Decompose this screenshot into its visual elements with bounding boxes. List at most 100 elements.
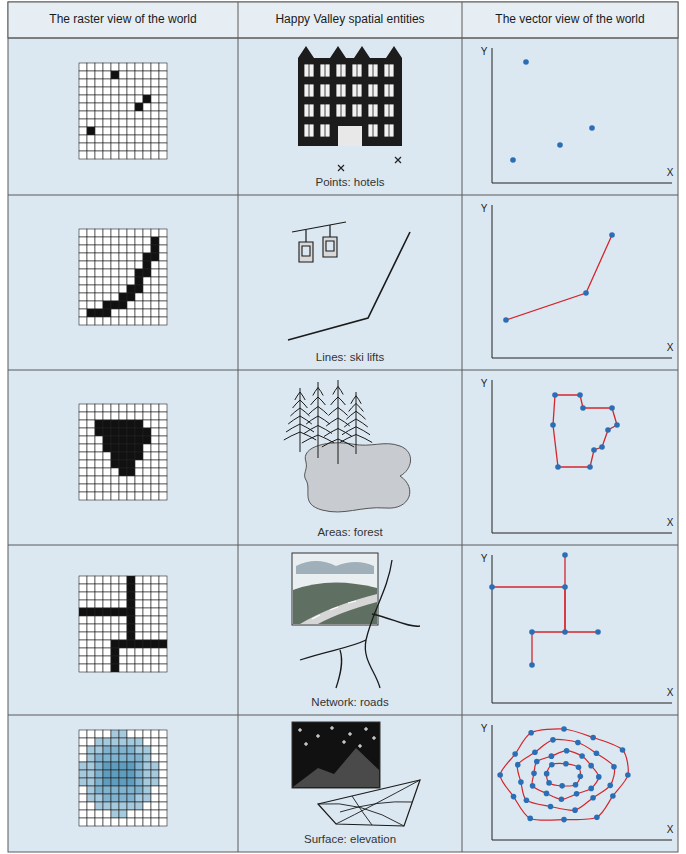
raster-cell <box>87 71 95 79</box>
star <box>348 732 352 736</box>
raster-cell <box>135 79 143 87</box>
vertex-dot <box>532 750 538 756</box>
lift-cable <box>292 222 346 232</box>
raster-cell <box>119 608 127 616</box>
raster-cell <box>79 584 87 592</box>
raster-cell <box>151 600 159 608</box>
raster-cell <box>95 648 103 656</box>
hotel-window <box>304 124 314 137</box>
raster-cell <box>143 648 151 656</box>
raster-cell <box>127 277 135 285</box>
raster-cell <box>127 444 135 452</box>
raster-cell <box>119 600 127 608</box>
raster-cell <box>119 103 127 111</box>
raster-cell <box>159 253 167 261</box>
raster-cell <box>159 492 167 500</box>
vertex-dot <box>523 59 529 65</box>
raster-cell <box>119 412 127 420</box>
table-ground <box>8 2 678 852</box>
raster-cell <box>103 484 111 492</box>
raster-cell <box>159 151 167 159</box>
raster-cell <box>143 111 151 119</box>
raster-cell <box>103 452 111 460</box>
raster-cell <box>87 648 95 656</box>
raster-cell <box>79 71 87 79</box>
raster-cell <box>159 317 167 325</box>
raster-cell <box>127 285 135 293</box>
raster-cell <box>111 95 119 103</box>
raster-cell <box>135 640 143 648</box>
raster-cell <box>103 285 111 293</box>
raster-cell <box>159 640 167 648</box>
raster-cell <box>159 79 167 87</box>
raster-cell <box>87 730 95 738</box>
raster-cell <box>159 420 167 428</box>
raster-cell <box>135 600 143 608</box>
raster-cell <box>119 95 127 103</box>
raster-cell <box>119 135 127 143</box>
raster-cell <box>87 95 95 103</box>
raster-cell <box>159 309 167 317</box>
raster-cell <box>151 245 159 253</box>
vector-line <box>506 235 612 320</box>
raster-cell <box>79 656 87 664</box>
vector-polygon <box>553 395 617 467</box>
raster-cell <box>119 664 127 672</box>
vertex-dot <box>562 584 568 590</box>
raster-cell <box>151 794 159 802</box>
raster-cell <box>95 119 103 127</box>
raster-cell <box>111 738 119 746</box>
raster-cell <box>103 245 111 253</box>
raster-cell <box>127 428 135 436</box>
vector-axes <box>489 552 672 703</box>
raster-cell <box>143 468 151 476</box>
raster-cell <box>159 746 167 754</box>
raster-cell <box>127 237 135 245</box>
raster-cell <box>79 404 87 412</box>
raster-cell <box>87 111 95 119</box>
raster-cell <box>119 624 127 632</box>
vertex-dot <box>590 795 596 801</box>
raster-cell <box>151 468 159 476</box>
contour-line <box>500 729 628 820</box>
raster-cell <box>159 608 167 616</box>
raster-cell <box>143 119 151 127</box>
raster-cell <box>103 762 111 770</box>
raster-cell <box>151 151 159 159</box>
raster-cell <box>119 277 127 285</box>
raster-cell <box>159 277 167 285</box>
raster-cell <box>151 476 159 484</box>
raster-cell <box>79 778 87 786</box>
raster-cell <box>95 428 103 436</box>
vector-axes <box>492 48 672 183</box>
window-bar <box>389 124 390 137</box>
raster-cell <box>151 460 159 468</box>
raster-cell <box>119 592 127 600</box>
raster-cell <box>135 794 143 802</box>
contour-vertices <box>530 748 602 802</box>
raster-cell <box>87 261 95 269</box>
raster-cell <box>159 460 167 468</box>
raster-cell <box>143 63 151 71</box>
star <box>298 728 302 732</box>
raster-cell <box>151 810 159 818</box>
raster-grid <box>79 576 167 672</box>
raster-cell <box>159 632 167 640</box>
raster-cell <box>87 484 95 492</box>
vertex-dot <box>561 726 567 732</box>
raster-cell <box>103 664 111 672</box>
vertex-dot <box>561 817 567 823</box>
column-rule <box>462 2 463 852</box>
raster-cell <box>103 135 111 143</box>
column-header: The vector view of the world <box>495 13 644 27</box>
raster-cell <box>151 436 159 444</box>
window-bar <box>341 64 342 77</box>
raster-cell <box>111 656 119 664</box>
raster-cell <box>143 608 151 616</box>
raster-cell <box>151 285 159 293</box>
raster-cell <box>159 754 167 762</box>
raster-cell <box>159 786 167 794</box>
raster-cell <box>103 810 111 818</box>
raster-cell <box>103 79 111 87</box>
raster-cell <box>111 632 119 640</box>
